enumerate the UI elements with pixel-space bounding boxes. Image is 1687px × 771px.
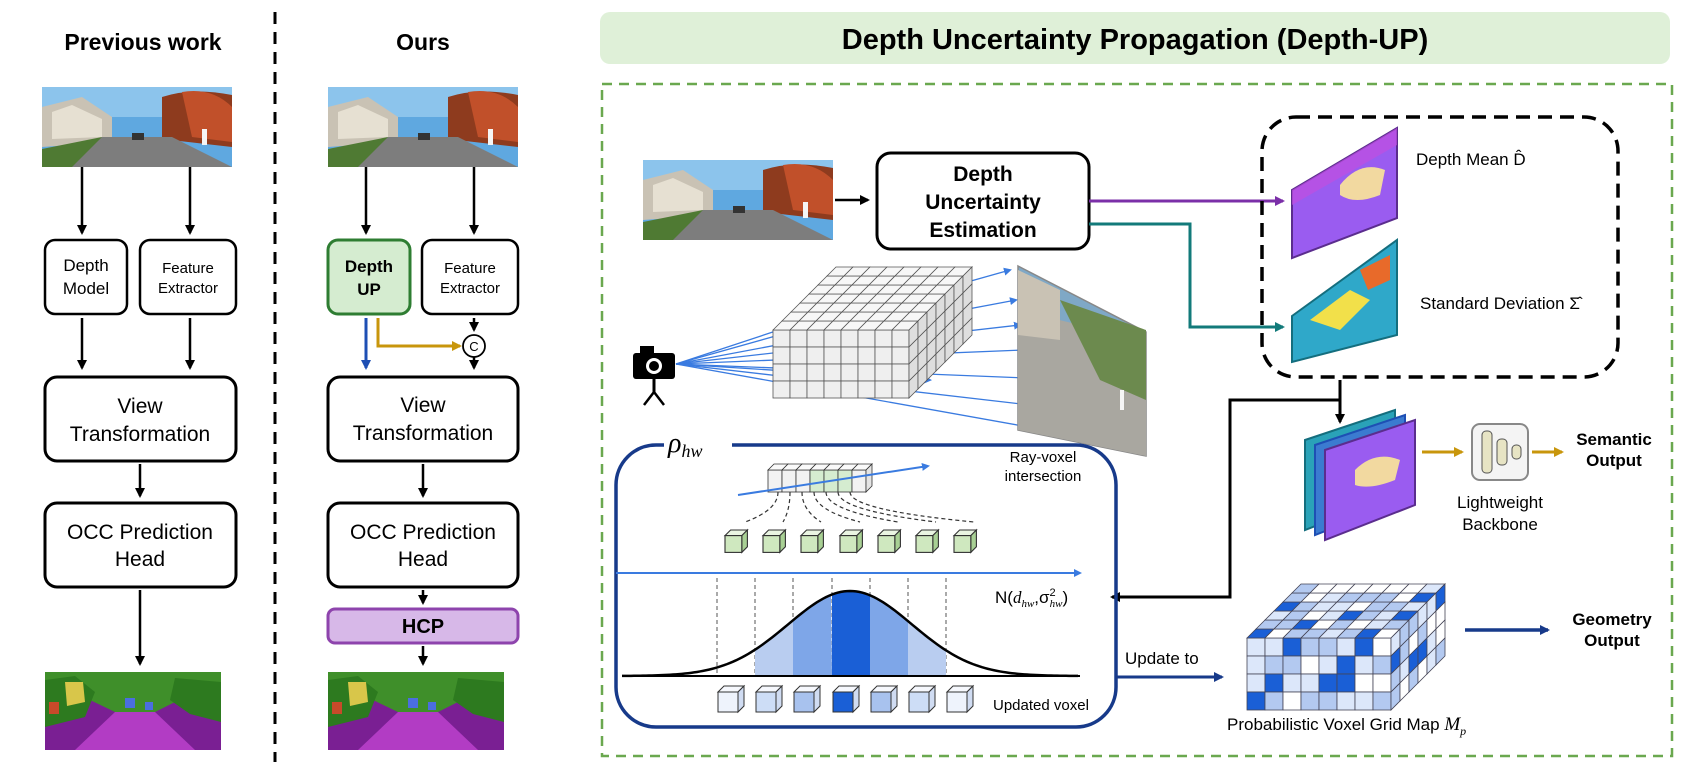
depth-model-box bbox=[43, 238, 129, 316]
view-transformation-box-ours bbox=[326, 375, 520, 463]
depth-up-to-concat-arrow bbox=[376, 318, 462, 351]
occ-head-left-line1: OCC Prediction bbox=[67, 521, 213, 544]
geometry-output-line2: Output bbox=[1584, 631, 1640, 650]
feature-extractor-ours-line1: Feature bbox=[444, 260, 496, 277]
view-transformation-ours-line1: View bbox=[400, 394, 446, 417]
ray-voxel-line2: intersection bbox=[1005, 468, 1082, 485]
mini-voxel-row bbox=[737, 462, 975, 523]
feature-extractor-left-line2: Extractor bbox=[158, 280, 218, 297]
feature-extractor-box-ours bbox=[420, 238, 520, 316]
view-transformation-left-line2: Transformation bbox=[70, 423, 210, 446]
feature-extractor-ours-line2: Extractor bbox=[440, 280, 500, 297]
depth-mean-label: Depth Mean D̂ bbox=[1416, 149, 1526, 169]
left-title: Previous work bbox=[64, 29, 221, 55]
depth-up-line2: UP bbox=[357, 280, 381, 299]
input-image-ours bbox=[328, 87, 518, 167]
ray-voxel-line1: Ray-voxel bbox=[1010, 449, 1077, 466]
geometry-output-line1: Geometry bbox=[1572, 610, 1652, 629]
backbone-label-line2: Backbone bbox=[1462, 515, 1538, 534]
occ-head-left-line2: Head bbox=[115, 548, 165, 571]
occ-head-ours-line1: OCC Prediction bbox=[350, 521, 496, 544]
occ-head-box-left bbox=[43, 501, 238, 589]
occ-head-ours-line2: Head bbox=[398, 548, 448, 571]
grid-map-label: Probabilistic Voxel Grid Map Mp bbox=[1227, 714, 1466, 738]
input-image-depth-up bbox=[643, 160, 833, 240]
backbone-label-line1: Lightweight bbox=[1457, 493, 1543, 512]
semantic-output-line1: Semantic bbox=[1576, 430, 1652, 449]
ray-distribution-panel bbox=[614, 443, 1118, 729]
updated-voxel-label: Updated voxel bbox=[993, 697, 1089, 714]
depth-model-line2: Model bbox=[63, 279, 109, 298]
view-transformation-left-line1: View bbox=[117, 395, 163, 418]
occ-head-box-ours bbox=[326, 501, 520, 589]
depth-output-group bbox=[1260, 115, 1620, 379]
hcp-box bbox=[326, 607, 520, 645]
rho-label: ρhw bbox=[667, 428, 702, 461]
estimation-line1: Depth bbox=[953, 163, 1013, 186]
update-to-label: Update to bbox=[1125, 649, 1199, 668]
hcp-label: HCP bbox=[402, 616, 444, 638]
feature-extractor-left-line1: Feature bbox=[162, 260, 214, 277]
view-transformation-ours-line2: Transformation bbox=[353, 422, 493, 445]
updated-voxels bbox=[716, 684, 975, 714]
std-arrow bbox=[1089, 222, 1285, 332]
voxel-volume bbox=[772, 266, 973, 399]
std-label: Standard Deviation Σ̂ bbox=[1420, 294, 1583, 313]
input-image bbox=[42, 87, 232, 167]
depth-up-box bbox=[326, 238, 412, 316]
probabilistic-voxel-grid bbox=[1246, 583, 1446, 711]
depth-model-line1: Depth bbox=[63, 256, 108, 275]
occupancy-output-ours bbox=[328, 672, 504, 750]
depth-up-panel bbox=[600, 82, 1674, 758]
occupancy-output-left bbox=[45, 672, 221, 750]
view-transformation-box-left bbox=[43, 375, 238, 463]
estimation-line2: Uncertainty bbox=[925, 191, 1041, 214]
uncertainty-to-normal-arrow bbox=[1110, 398, 1340, 602]
banner-title: Depth Uncertainty Propagation (Depth-UP) bbox=[842, 24, 1428, 56]
title-banner bbox=[600, 12, 1670, 64]
depth-up-line1: Depth bbox=[345, 257, 393, 276]
middle-title: Ours bbox=[396, 29, 450, 55]
semantic-output-line2: Output bbox=[1586, 451, 1642, 470]
feature-extractor-box-left bbox=[138, 238, 238, 316]
camera-icon bbox=[633, 346, 675, 406]
estimation-line3: Estimation bbox=[929, 219, 1036, 242]
concat-symbol-label: C bbox=[469, 339, 478, 354]
gaussian-curve bbox=[621, 589, 1079, 678]
